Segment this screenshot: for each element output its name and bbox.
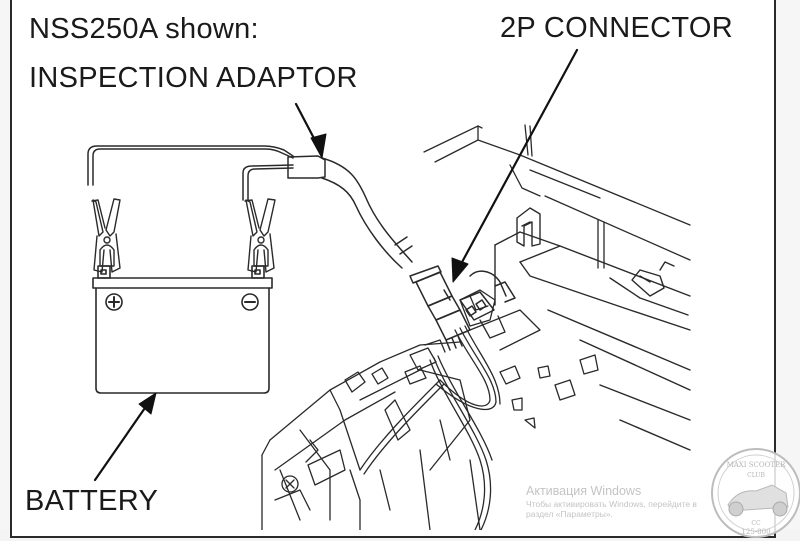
negative-clamp <box>244 198 276 273</box>
battery-illustration <box>92 265 273 394</box>
starter-relay-block <box>261 339 481 530</box>
wire-harness <box>359 325 501 530</box>
diagram-artwork <box>87 48 691 530</box>
stamp-range-text: 125-800 <box>741 528 770 536</box>
chassis-details <box>459 289 599 429</box>
connector-leader-arrow <box>459 48 579 266</box>
scooter-icon <box>727 484 789 512</box>
battery-label: BATTERY <box>25 485 159 517</box>
negative-terminal-icon <box>241 293 259 311</box>
stamp-cc-text: CC <box>751 520 761 527</box>
stamp-club-text: CLUB <box>747 472 765 479</box>
two-pin-connector-label: 2P CONNECTOR <box>500 12 733 44</box>
battery-tray <box>494 207 691 451</box>
leader-arrows <box>93 48 579 482</box>
windows-activation-subtitle: Чтобы активировать Windows, перейдите в … <box>526 499 697 519</box>
figure-frame <box>10 0 776 538</box>
inspection-adaptor-label: INSPECTION ADAPTOR <box>29 62 358 94</box>
positive-clamp <box>91 198 121 273</box>
club-stamp-logo: MAXI SCOOTER CLUB CC 125-800 <box>711 448 800 538</box>
chassis-lines <box>423 124 691 269</box>
stamp-top-text: MAXI SCOOTER <box>727 461 787 469</box>
two-pin-connector-art <box>409 265 516 351</box>
positive-terminal-icon <box>105 293 123 311</box>
windows-activation-title: Активация Windows <box>526 484 642 498</box>
battery-leader-arrow <box>93 403 149 482</box>
model-note-label: NSS250A shown: <box>29 13 259 45</box>
adaptor-cable <box>87 145 413 269</box>
